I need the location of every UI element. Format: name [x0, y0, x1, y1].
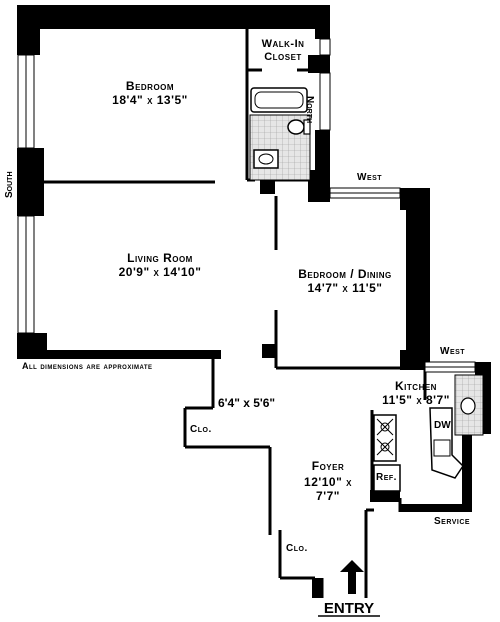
bedroom-label: Bedroom 18'4" x 13'5": [90, 79, 210, 108]
wall-east-long: [406, 188, 430, 368]
interior-walls: [40, 24, 427, 598]
foyer-name: Foyer: [311, 459, 345, 473]
kitchen-name: Kitchen: [395, 379, 437, 393]
bedroom-name: Bedroom: [125, 79, 175, 93]
bedroom-dining-label: Bedroom / Dining 14'7" x 11'5": [280, 267, 410, 296]
walk-in-line2: Closet: [264, 50, 302, 63]
bedroom-dining-name: Bedroom / Dining: [298, 267, 392, 281]
windows: [17, 38, 476, 373]
living-room-dims: 20'9" x 14'10": [118, 264, 202, 279]
bedroom-dims: 18'4" x 13'5": [112, 92, 188, 107]
kitchen-fixtures: [373, 374, 484, 492]
walk-in-closet-label: Walk-In Closet: [250, 38, 316, 63]
kitchen-label: Kitchen 11'5" x 8'7": [376, 379, 456, 408]
bathtub: [250, 87, 308, 113]
foyer-label: Foyer 12'10" x 7'7": [288, 459, 368, 503]
wall-kitchen-service: [462, 434, 472, 510]
wall-blocks: [252, 160, 400, 598]
wall-east-corner: [400, 350, 430, 370]
window-north: [319, 72, 331, 131]
refrigerator-box: [373, 464, 401, 492]
living-room-name: Living Room: [127, 251, 193, 265]
refrigerator-label: Ref.: [376, 472, 397, 483]
wall-north: [315, 5, 330, 39]
bedroom-dining-dims: 14'7" x 11'5": [307, 280, 383, 295]
wall-left-mid: [17, 148, 44, 216]
walls: [17, 5, 491, 512]
compass-south: South: [4, 171, 15, 198]
kitchen-dims: 11'5" x 8'7": [382, 392, 450, 407]
sink: [253, 149, 279, 169]
wall-top: [17, 5, 326, 29]
wall-left-upper: [17, 5, 40, 55]
dimensions-disclaimer: All dimensions are approximate: [22, 361, 153, 371]
window-north-upper: [319, 38, 331, 56]
stove: [373, 414, 397, 462]
entry-arrow-icon: [340, 560, 364, 594]
toilet: [287, 119, 305, 135]
compass-north: North: [304, 96, 315, 124]
hall-dims: 6'4" x 5'6": [218, 396, 276, 410]
foyer-dims-1: 12'10" x: [304, 474, 352, 489]
living-room-label: Living Room 20'9" x 14'10": [90, 251, 230, 280]
closet-2-label: Clo.: [286, 543, 308, 554]
dishwasher-label: DW: [434, 420, 451, 431]
walk-in-line1: Walk-In: [261, 38, 305, 50]
bathroom: [249, 87, 311, 181]
compass-west-1: West: [357, 172, 383, 183]
wall-kitchen-right-2: [482, 362, 491, 434]
wall-kitchen-bottom: [400, 504, 472, 512]
wall-north-3: [308, 170, 330, 202]
closet-1-label: Clo.: [190, 424, 212, 435]
entry-label: ENTRY: [323, 600, 375, 617]
compass-west-2: West: [440, 346, 466, 357]
foyer-dims-2: 7'7": [316, 488, 340, 503]
service-label: Service: [434, 516, 471, 527]
wall-living-bottom: [17, 350, 221, 359]
